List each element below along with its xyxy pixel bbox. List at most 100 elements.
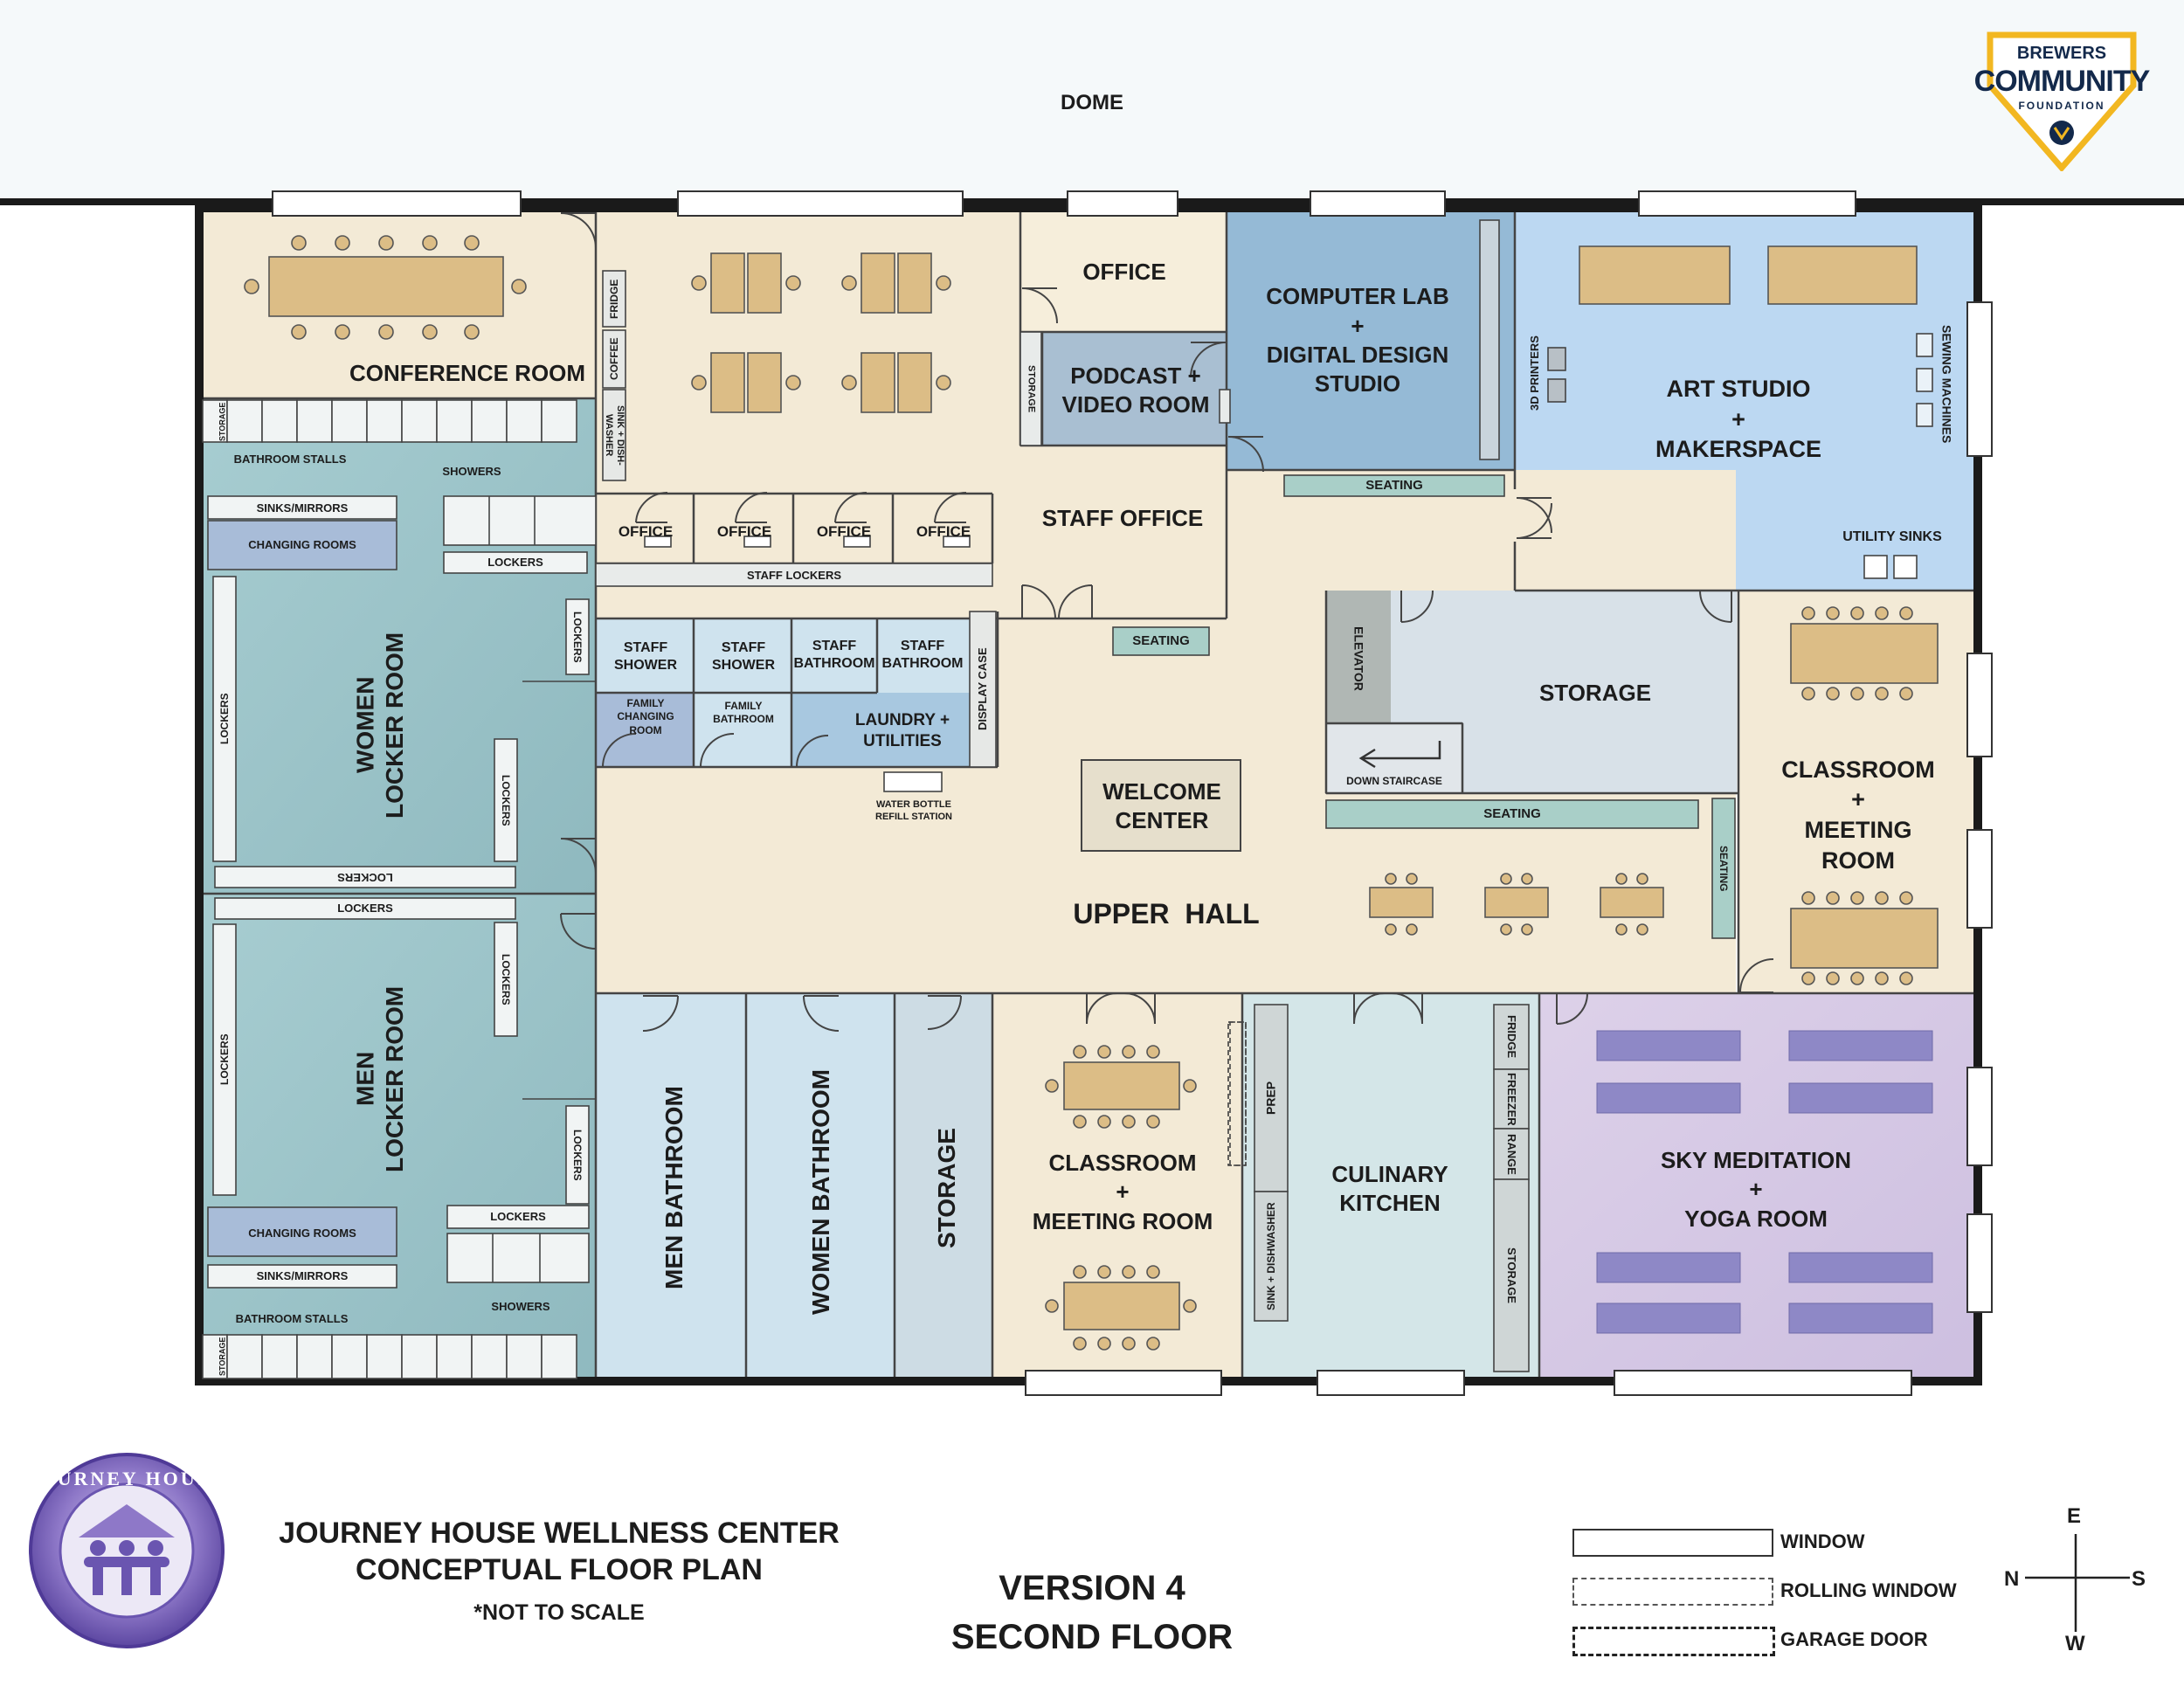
room-label-staff-shower-1: STAFF SHOWER [614, 639, 677, 673]
compass-west: W [2065, 1632, 2085, 1655]
fixture-label-showers-bottom: SHOWERS [491, 1299, 550, 1313]
fixture-label-lockers-women-mid: LOCKERS [500, 774, 513, 826]
women-locker-floor [199, 398, 596, 894]
fixture-label-fridge-kitchen: FRIDGE [1504, 1015, 1518, 1059]
dome-label: DOME [1061, 90, 1123, 114]
compass-rose [2025, 1534, 2130, 1632]
fixture-label-seating-lab: SEATING [1365, 478, 1423, 494]
fixture-label-lockers-top: LOCKERS [487, 555, 543, 569]
fixture-label-range: RANGE [1504, 1133, 1518, 1175]
room-label-men-locker: MEN LOCKER ROOM [351, 985, 408, 1172]
fixture-label-storage-nw: STORAGE [218, 402, 227, 442]
fixture-label-sink-dishwasher-break: SINK + DISH- WASHER [604, 404, 626, 466]
room-label-office-2: OFFICE [716, 523, 772, 541]
brewers-top-text: BREWERS [2016, 44, 2107, 64]
compass-south: S [2132, 1567, 2146, 1591]
legend-garage-label: GARAGE DOOR [1780, 1628, 1928, 1650]
journey-house-emblem [29, 1453, 225, 1648]
room-label-staff-shower-2: STAFF SHOWER [712, 639, 775, 673]
fixture-label-lockers-women-left: LOCKERS [218, 693, 231, 745]
room-label-classroom-south: CLASSROOM + MEETING ROOM [1032, 1150, 1213, 1234]
fixture-label-coffee: COFFEE [607, 337, 620, 381]
culinary-floor [1242, 993, 1539, 1381]
women-bath-floor [746, 993, 895, 1381]
locker-fixtures [202, 399, 597, 1379]
tables [268, 245, 1939, 1330]
men-locker-floor [199, 894, 596, 1381]
room-label-sky: SKY MEDITATION + YOGA ROOM [1660, 1147, 1852, 1232]
legend-window-swatch [1572, 1529, 1773, 1557]
brewers-community-foundation-logo: BREWERS COMMUNITY FOUNDATION [1974, 31, 2150, 173]
plan-version: VERSION 4 [999, 1569, 1185, 1607]
room-floors [199, 208, 1978, 1381]
legend-rolling-label: ROLLING WINDOW [1780, 1579, 1957, 1601]
podcast-floor [1042, 332, 1226, 446]
room-label-family-bathroom: FAMILY BATHROOM [713, 699, 774, 725]
room-label-podcast: PODCAST + VIDEO ROOM [1061, 362, 1210, 418]
fixture-label-lockers-men-right: LOCKERS [571, 1129, 584, 1181]
fixture-label-lockers-men-left: LOCKERS [218, 1033, 231, 1086]
room-label-office-1: OFFICE [618, 523, 674, 541]
compass-north: N [2004, 1567, 2020, 1591]
laundry-floor [791, 693, 992, 767]
fixture-label-bathroom-stalls-top: BATHROOM STALLS [233, 452, 347, 466]
fixture-label-sewing: SEWING MACHINES [1939, 325, 1954, 444]
family-changing-floor [596, 693, 694, 767]
staircase-arrow [1358, 741, 1441, 769]
room-label-women-locker: WOMEN LOCKER ROOM [351, 632, 408, 819]
fixture-label-changing-bottom: CHANGING ROOMS [248, 1226, 356, 1240]
room-label-welcome: WELCOME CENTER [1102, 777, 1221, 833]
fixture-label-lockers-bottom: LOCKERS [490, 1209, 546, 1223]
elevator-floor [1326, 591, 1391, 723]
fixture-label-down-staircase: DOWN STAIRCASE [1346, 775, 1442, 788]
journey-house-text: JOURNEY HOUSE [27, 1467, 226, 1489]
fixture-label-printers: 3D PRINTERS [1528, 335, 1542, 411]
fixture-label-fridge-break: FRIDGE [607, 279, 620, 319]
room-label-staff-office: STAFF OFFICE [1041, 505, 1204, 532]
dome-area [0, 0, 2184, 197]
doors [560, 212, 1774, 1032]
room-label-office-4: OFFICE [916, 523, 971, 541]
fixture-label-lockers-men-top: LOCKERS [337, 901, 393, 915]
plan-floor: SECOND FLOOR [950, 1618, 1234, 1656]
fixture-label-display-case: DISPLAY CASE [976, 647, 990, 731]
legend-window-label: WINDOW [1780, 1531, 1865, 1552]
plan-title-line2: CONCEPTUAL FLOOR PLAN [356, 1553, 763, 1586]
legend-garage-swatch [1572, 1627, 1775, 1656]
room-label-art-studio: ART STUDIO + MAKERSPACE [1655, 376, 1821, 463]
room-label-staff-bathroom-2: STAFF BATHROOM [881, 638, 964, 671]
fixture-label-sinks-bottom: SINKS/MIRRORS [256, 1268, 349, 1282]
fixture-label-seating-vertical: SEATING [1717, 845, 1731, 892]
fixture-label-prep: PREP [1263, 1081, 1278, 1116]
room-label-family-changing: FAMILY CHANGING ROOM [617, 696, 674, 736]
room-label-conference: CONFERENCE ROOM [349, 360, 586, 387]
fixture-label-freezer: FREEZER [1504, 1072, 1518, 1126]
fixture-label-sinks-top: SINKS/MIRRORS [256, 501, 349, 515]
chairs [244, 235, 1913, 1351]
room-label-women-bathroom: WOMEN BATHROOM [807, 1069, 835, 1316]
room-label-office-top: OFFICE [1082, 259, 1166, 286]
men-bath-floor [596, 993, 746, 1381]
locker-partitions [488, 496, 596, 1282]
home-plate-icon [1987, 31, 2137, 173]
plan-note: *NOT TO SCALE [473, 1600, 645, 1625]
interior-walls [199, 208, 1978, 1381]
room-label-storage-south: STORAGE [933, 1128, 961, 1248]
room-label-classroom-east: CLASSROOM + MEETING ROOM [1781, 756, 1935, 874]
journey-house-logo: JOURNEY HOUSE [26, 1450, 227, 1651]
fixture-label-elevator: ELEVATOR [1351, 626, 1366, 691]
fixture-label-showers-top: SHOWERS [442, 464, 501, 478]
fixture-label-sink-dishwasher: SINK + DISHWASHER [1264, 1202, 1277, 1310]
computer-lab-floor [1227, 208, 1515, 470]
plan-title-line1: JOURNEY HOUSE WELLNESS CENTER [279, 1517, 840, 1550]
fixture-label-seating-staff: SEATING [1132, 633, 1190, 649]
room-label-culinary: CULINARY KITCHEN [1331, 1160, 1448, 1216]
fixture-label-changing-top: CHANGING ROOMS [248, 537, 356, 551]
fixture-label-staff-lockers: STAFF LOCKERS [746, 568, 842, 582]
fixture-label-water-bottle: WATER BOTTLE REFILL STATION [875, 798, 952, 822]
fixture-label-storage-podcast: STORAGE [1026, 364, 1037, 413]
brewers-bottom-text: FOUNDATION [2018, 100, 2105, 113]
windows [272, 190, 1993, 1396]
fixture-label-seating-hall: SEATING [1483, 806, 1541, 822]
room-label-laundry: LAUNDRY + UTILITIES [854, 710, 950, 750]
